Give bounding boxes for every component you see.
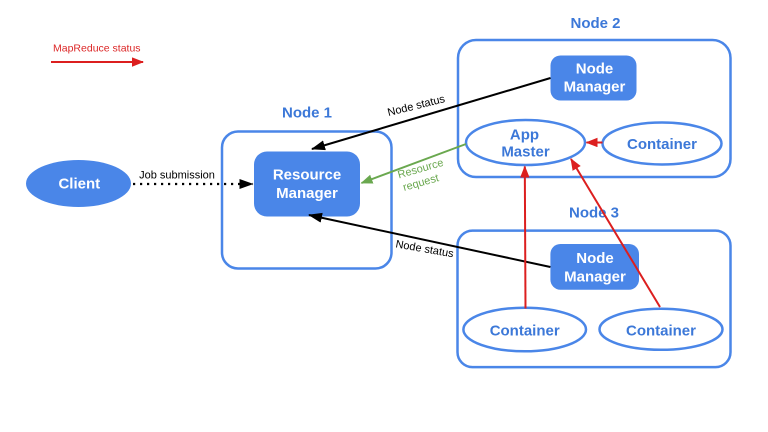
svg-text:Node status: Node status: [395, 238, 455, 260]
svg-text:Node 2: Node 2: [570, 15, 620, 32]
svg-text:Container: Container: [626, 323, 696, 340]
svg-text:Manager: Manager: [276, 185, 338, 202]
svg-text:Node 3: Node 3: [569, 205, 619, 222]
svg-text:Node 1: Node 1: [282, 105, 332, 122]
svg-text:Container: Container: [627, 136, 697, 153]
svg-text:Node status: Node status: [386, 93, 446, 119]
svg-text:App: App: [510, 127, 539, 144]
svg-text:Master: Master: [501, 144, 550, 161]
svg-text:Node: Node: [576, 250, 614, 267]
svg-text:Manager: Manager: [564, 269, 626, 286]
svg-text:Resource: Resource: [273, 167, 341, 184]
svg-text:Node: Node: [576, 61, 614, 78]
svg-text:Manager: Manager: [564, 79, 626, 96]
svg-text:Client: Client: [58, 176, 100, 193]
svg-text:Job submission: Job submission: [139, 170, 215, 182]
svg-text:MapReduce status: MapReduce status: [53, 43, 141, 55]
svg-text:Container: Container: [490, 323, 560, 340]
